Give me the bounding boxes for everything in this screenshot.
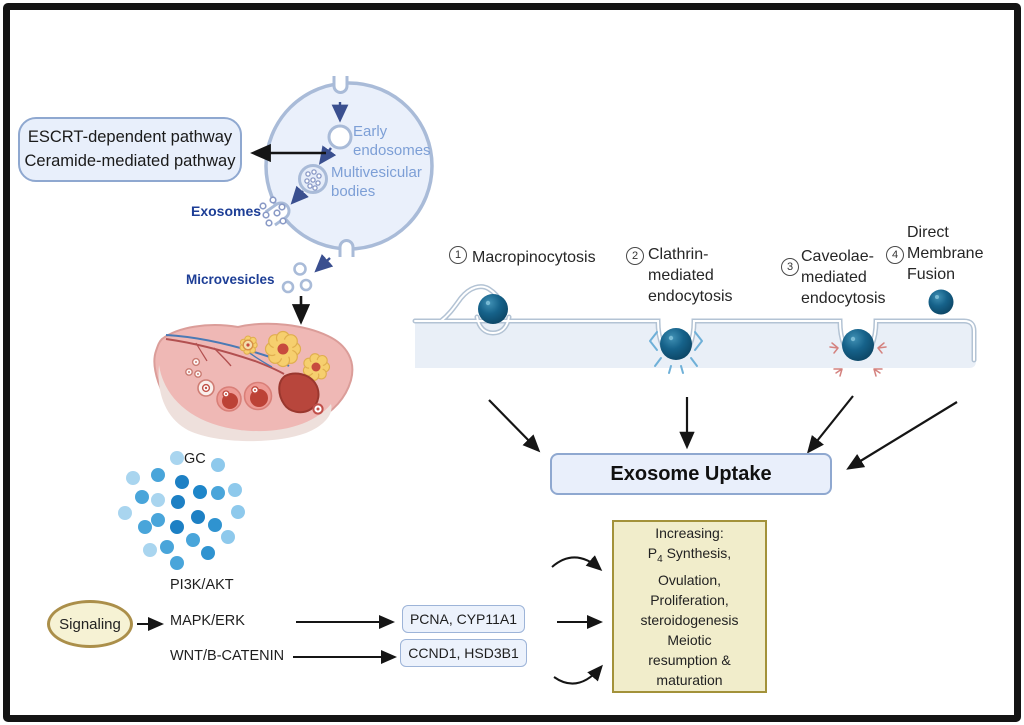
mechanism-4-number: 4	[886, 246, 904, 264]
mechanism-4-label: Direct Membrane Fusion	[907, 224, 984, 283]
exosomes-label: Exosomes	[191, 203, 262, 219]
pathway-line-escrt: ESCRT-dependent pathway	[27, 128, 233, 147]
corpus-luteum-large	[264, 330, 302, 368]
primary-follicle	[197, 379, 215, 397]
pathway-wnt-bcatenin: WNT/B-CATENIN	[170, 648, 285, 664]
outcome-line: maturation	[656, 671, 723, 688]
early-endosomes-label: Early endosomes	[353, 123, 431, 159]
outcome-line: steroidogenesis	[640, 611, 739, 628]
outcome-line: resumption &	[648, 651, 731, 668]
exosome-dots	[259, 196, 287, 227]
exosome-uptake-label: Exosome Uptake	[610, 462, 772, 485]
outcome-line: Ovulation,	[657, 571, 722, 588]
gc-cluster	[118, 451, 245, 570]
outcome-title: Increasing:	[655, 525, 724, 542]
membrane-band-fill	[415, 321, 976, 368]
signaling-label: Signaling	[59, 615, 121, 633]
mechanism-3-label: Caveolae- mediated endocytosis	[801, 248, 886, 307]
pathway-mapk-erk: MAPK/ERK	[170, 613, 245, 629]
ovary-illustration	[153, 322, 354, 442]
pathway-pi3k-akt: PI3K/AKT	[170, 577, 234, 593]
cell-top-invagination	[332, 76, 349, 94]
outcome-line: Meiotic	[667, 631, 712, 648]
outcome-line-p4-synthesis: P4 Synthesis,	[647, 545, 732, 565]
microvesicles-label: Microvesicles	[186, 272, 275, 287]
mature-follicle	[243, 381, 273, 411]
gene-box-1-label: PCNA, CYP11A1	[409, 611, 518, 627]
mechanism-2-label: Clathrin- mediated endocytosis	[648, 246, 733, 305]
microvesicle-dots	[281, 262, 313, 294]
uptake-arrows	[488, 395, 958, 470]
outcome-line: Proliferation,	[650, 591, 729, 608]
ruptured-follicle	[278, 372, 320, 414]
vesicle-caveolae	[842, 329, 874, 361]
signaling-oval: Signaling	[47, 600, 133, 648]
cell-bottom-invagination	[338, 239, 355, 257]
outcome-box: Increasing: P4 Synthesis, Ovulation, Pro…	[612, 520, 767, 693]
mechanism-1-number: 1	[449, 246, 467, 264]
caveolin-marks	[829, 342, 887, 377]
vesicle-clathrin	[660, 328, 692, 360]
pathway-line-ceramide: Ceramide-mediated pathway	[24, 151, 236, 170]
gene-box-pcna-cyp11a1: PCNA, CYP11A1	[402, 605, 525, 633]
mechanism-2-number: 2	[626, 247, 644, 265]
vesicle-macropinocytosis	[478, 294, 508, 324]
secreting-cell	[250, 76, 434, 325]
early-corpus-luteum	[239, 335, 258, 355]
mechanism-1-label: Macropinocytosis	[472, 249, 596, 266]
mechanism-3-number: 3	[781, 258, 799, 276]
biogenesis-pathway-box: ESCRT-dependent pathway Ceramide-mediate…	[18, 117, 242, 182]
released-oocyte	[312, 403, 324, 415]
multivesicular-bodies-label: Multivesicular bodies	[331, 164, 422, 200]
intracellular-arrows	[290, 102, 349, 273]
ovary-inner-shading	[158, 365, 332, 442]
gene-box-2-label: CCND1, HSD3B1	[408, 645, 519, 661]
clathrin-coat-marks	[649, 331, 703, 374]
early-endosome	[327, 124, 353, 150]
secondary-follicle	[216, 386, 242, 412]
exosome-uptake-box: Exosome Uptake	[550, 453, 832, 495]
outcome-arrows	[551, 555, 603, 685]
multivesicular-body	[298, 164, 328, 194]
cell-membrane-band	[412, 284, 977, 377]
vesicle-direct-fusion	[928, 289, 954, 315]
signaling-arrows	[137, 615, 397, 664]
exosome-vesicles	[478, 289, 954, 361]
gene-box-ccnd1-hsd3b1: CCND1, HSD3B1	[400, 639, 527, 667]
gc-label: GC	[184, 451, 206, 467]
